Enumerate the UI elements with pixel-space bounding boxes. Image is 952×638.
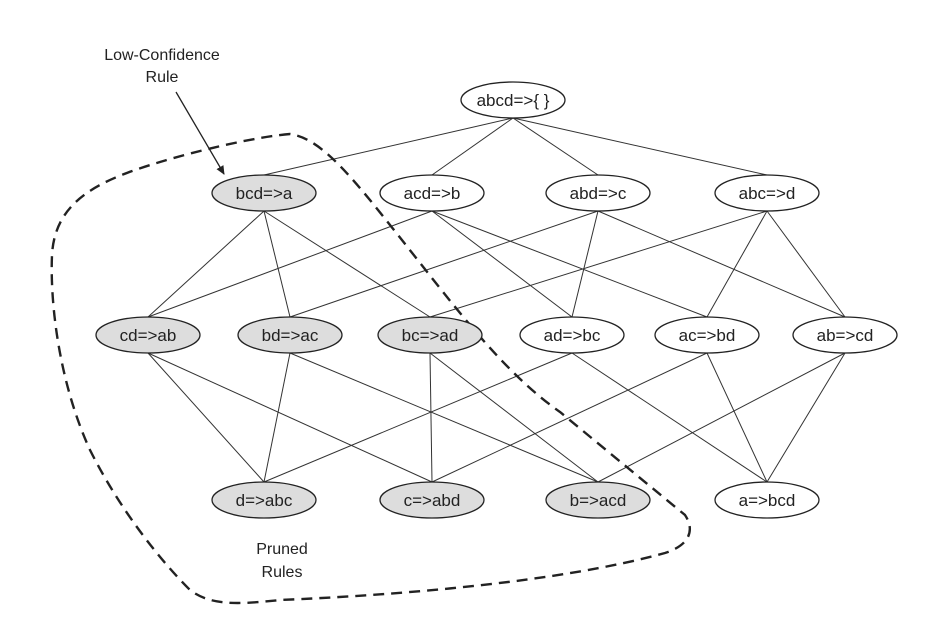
pruned-rule-ellipse <box>379 481 485 519</box>
rule-node-abcd: abcd=>{ } <box>460 81 566 119</box>
edge-ad-d <box>263 352 573 483</box>
rule-node-abd: abd=>c <box>545 174 651 212</box>
rule-node-a: a=>bcd <box>714 481 820 519</box>
rule-ellipse <box>545 174 651 212</box>
pruned-rules-label-line1: Pruned <box>256 541 308 558</box>
rule-label: ac=>bd <box>679 326 736 345</box>
edge-abcd-bcd <box>263 117 514 176</box>
edge-bd-b <box>289 352 599 483</box>
rule-ellipse <box>654 316 760 354</box>
rule-label: bd=>ac <box>262 326 319 345</box>
rule-node-ad: ad=>bc <box>519 316 625 354</box>
rule-label: c=>abd <box>404 491 461 510</box>
rule-label: b=>acd <box>570 491 627 510</box>
rule-ellipse <box>714 174 820 212</box>
rule-label: a=>bcd <box>739 491 796 510</box>
edge-ac-c <box>431 352 708 483</box>
rule-ellipse <box>714 481 820 519</box>
rule-label: bc=>ad <box>402 326 459 345</box>
edge-bcd-bc <box>263 210 431 318</box>
edge-abd-ab <box>597 210 846 318</box>
edge-acd-ac <box>431 210 708 318</box>
edge-ac-a <box>706 352 768 483</box>
rule-node-bc: bc=>ad <box>377 316 483 354</box>
rule-node-cd: cd=>ab <box>95 316 201 354</box>
edge-abcd-acd <box>431 117 514 176</box>
low-confidence-label-line1: Low-Confidence <box>104 47 220 64</box>
rule-node-acd: acd=>b <box>379 174 485 212</box>
edge-bc-b <box>429 352 599 483</box>
edge-ad-a <box>571 352 768 483</box>
pruned-rule-ellipse <box>545 481 651 519</box>
rule-label: abc=>d <box>739 184 796 203</box>
low-confidence-label-line2: Rule <box>146 69 179 86</box>
rule-label: acd=>b <box>404 184 461 203</box>
rule-node-bd: bd=>ac <box>237 316 343 354</box>
rule-label: bcd=>a <box>236 184 293 203</box>
rule-node-c: c=>abd <box>379 481 485 519</box>
lattice-nodes: abcd=>{ } bcd=>a acd=>b abd=>c abc=>d cd=>ab b… <box>95 81 898 519</box>
rule-node-abc: abc=>d <box>714 174 820 212</box>
rule-node-ac: ac=>bd <box>654 316 760 354</box>
rule-ellipse <box>460 81 566 119</box>
rule-label: abcd=>{ } <box>477 91 550 110</box>
low-confidence-arrow <box>175 91 225 175</box>
edge-abc-ac <box>706 210 768 318</box>
edge-abc-ab <box>766 210 846 318</box>
edge-bd-d <box>263 352 291 483</box>
edge-abc-bc <box>429 210 768 318</box>
rule-ellipse <box>379 174 485 212</box>
pruned-rule-ellipse <box>377 316 483 354</box>
rule-label: d=>abc <box>236 491 293 510</box>
edge-cd-c <box>147 352 433 483</box>
edge-abd-bd <box>289 210 599 318</box>
pruned-rules-boundary <box>50 132 691 605</box>
pruned-rule-ellipse <box>211 481 317 519</box>
rule-label: abd=>c <box>570 184 627 203</box>
rule-node-d: d=>abc <box>211 481 317 519</box>
rule-node-b: b=>acd <box>545 481 651 519</box>
edge-cd-d <box>147 352 265 483</box>
pruned-rule-ellipse <box>211 174 317 212</box>
edge-ab-a <box>766 352 846 483</box>
edge-ab-b <box>597 352 846 483</box>
pruned-rule-ellipse <box>237 316 343 354</box>
edge-bcd-bd <box>263 210 291 318</box>
rule-ellipse <box>519 316 625 354</box>
edge-acd-cd <box>147 210 433 318</box>
edge-acd-ad <box>431 210 573 318</box>
pruned-rules-label-line2: Rules <box>262 564 303 581</box>
edge-abcd-abd <box>512 117 599 176</box>
rule-ellipse <box>792 316 898 354</box>
edge-abd-ad <box>571 210 599 318</box>
rule-label: ab=>cd <box>817 326 874 345</box>
edge-abcd-abc <box>512 117 768 176</box>
lattice-edges <box>147 117 846 483</box>
edge-bcd-cd <box>147 210 265 318</box>
rule-node-ab: ab=>cd <box>792 316 898 354</box>
pruned-rule-ellipse <box>95 316 201 354</box>
rule-label: cd=>ab <box>120 326 177 345</box>
rule-label: ad=>bc <box>544 326 601 345</box>
edge-bc-c <box>429 352 433 483</box>
rule-node-bcd: bcd=>a <box>211 174 317 212</box>
